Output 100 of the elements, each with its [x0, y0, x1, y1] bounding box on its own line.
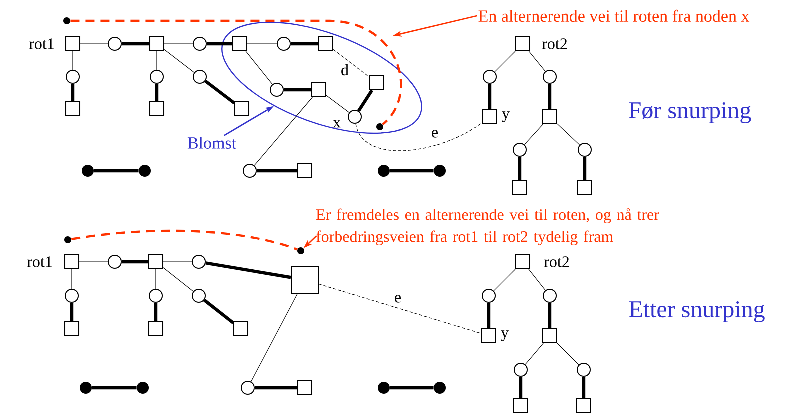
circle-vertex — [270, 83, 284, 97]
panel-title: Før snurping — [629, 102, 752, 124]
vertex-dot — [82, 165, 94, 177]
circle-vertex — [192, 255, 206, 269]
edge — [525, 343, 544, 365]
dashed-edge — [318, 284, 482, 334]
vertex-label: rot1 — [29, 38, 54, 50]
matched-edge — [518, 157, 522, 180]
vertex-dot — [64, 236, 72, 244]
circle-vertex — [277, 37, 291, 51]
circle-vertex — [578, 143, 592, 157]
vertex-dot — [378, 382, 390, 394]
edge — [250, 294, 298, 382]
matched-edge — [255, 386, 298, 390]
circle-vertex — [66, 70, 80, 84]
dashed-edge — [356, 122, 483, 152]
matched-edge — [291, 42, 318, 46]
dashed-edge — [333, 49, 370, 78]
vertex-dot — [298, 248, 304, 254]
edge — [494, 269, 516, 292]
square-vertex — [516, 36, 530, 52]
matched-edge — [357, 90, 374, 112]
circle-vertex — [513, 143, 527, 157]
matched-edge — [122, 260, 148, 264]
square-vertex — [232, 36, 248, 52]
square-vertex — [482, 110, 498, 124]
edge — [557, 124, 580, 146]
circle-vertex — [108, 255, 122, 269]
matched-edge — [204, 80, 236, 105]
square-vertex — [148, 322, 164, 336]
vertex-dot — [139, 165, 151, 177]
square-vertex — [512, 180, 528, 196]
vertex-dot — [64, 18, 70, 24]
square-vertex — [516, 254, 530, 270]
annotation: En alternerende vei til roten fra noden x — [478, 10, 750, 22]
vertex-dot — [434, 382, 446, 394]
matched-edge — [583, 157, 587, 180]
square-vertex — [291, 266, 319, 294]
vertex-label: y — [501, 330, 509, 342]
edge — [163, 268, 194, 292]
matched-edge — [92, 386, 137, 390]
matched-edge — [284, 88, 312, 92]
edge-label: d — [340, 63, 350, 77]
vertex-dot — [137, 382, 149, 394]
circle-vertex — [241, 381, 255, 395]
vertex-dot — [434, 165, 446, 177]
circle-vertex — [65, 289, 79, 303]
matched-edge — [519, 377, 523, 398]
square-vertex — [150, 102, 164, 116]
edge-label: e — [430, 129, 440, 139]
square-vertex — [542, 110, 558, 124]
alternating-path — [70, 20, 402, 126]
blossom-label: Blomst — [188, 137, 236, 149]
circle-vertex — [577, 363, 591, 377]
panel-title: Etter snurping — [629, 301, 765, 323]
edge — [557, 343, 580, 366]
matched-edge — [94, 169, 139, 173]
matched-edge — [206, 262, 292, 280]
edge — [156, 51, 158, 70]
circle-vertex — [514, 363, 528, 377]
circle-vertex — [193, 70, 207, 84]
square-vertex — [298, 164, 312, 178]
edge — [524, 124, 544, 146]
square-vertex — [64, 254, 80, 270]
vertex-dot — [378, 165, 390, 177]
matched-edge — [390, 169, 434, 173]
annotation: Er fremdeles en alternerende vei til roten, og nå trer forbedringsveien fra rot1 til rot2 tydelig fram — [316, 208, 660, 246]
square-vertex — [66, 36, 80, 52]
circle-vertex — [543, 70, 557, 84]
circle-vertex — [193, 37, 207, 51]
vertex-dot — [80, 382, 92, 394]
circle-vertex — [482, 289, 496, 303]
square-vertex — [482, 328, 496, 344]
edge-label: e — [393, 294, 403, 304]
circle-vertex — [150, 70, 164, 84]
square-vertex — [514, 398, 528, 414]
square-vertex — [542, 328, 558, 344]
circle-vertex — [543, 289, 557, 303]
square-vertex — [234, 102, 250, 116]
square-vertex — [370, 76, 384, 90]
edge — [164, 49, 195, 74]
matched-edge — [122, 42, 150, 46]
circle-vertex — [348, 110, 362, 124]
matched-edge — [390, 386, 434, 390]
square-vertex — [64, 322, 80, 336]
circle-vertex — [192, 289, 206, 303]
matched-edge — [207, 42, 232, 46]
square-vertex — [576, 398, 592, 414]
vertex-label: rot1 — [27, 256, 52, 268]
circle-vertex — [149, 289, 163, 303]
matched-edge — [582, 377, 586, 398]
alternating-path — [72, 230, 298, 251]
edge — [528, 51, 546, 72]
matched-edge — [257, 169, 298, 173]
matched-edge — [548, 84, 552, 110]
square-vertex — [312, 82, 326, 98]
matched-edge — [71, 84, 75, 102]
matched-edge — [204, 299, 234, 324]
vertex-label: rot2 — [544, 256, 569, 268]
vertex-dot — [376, 124, 384, 130]
